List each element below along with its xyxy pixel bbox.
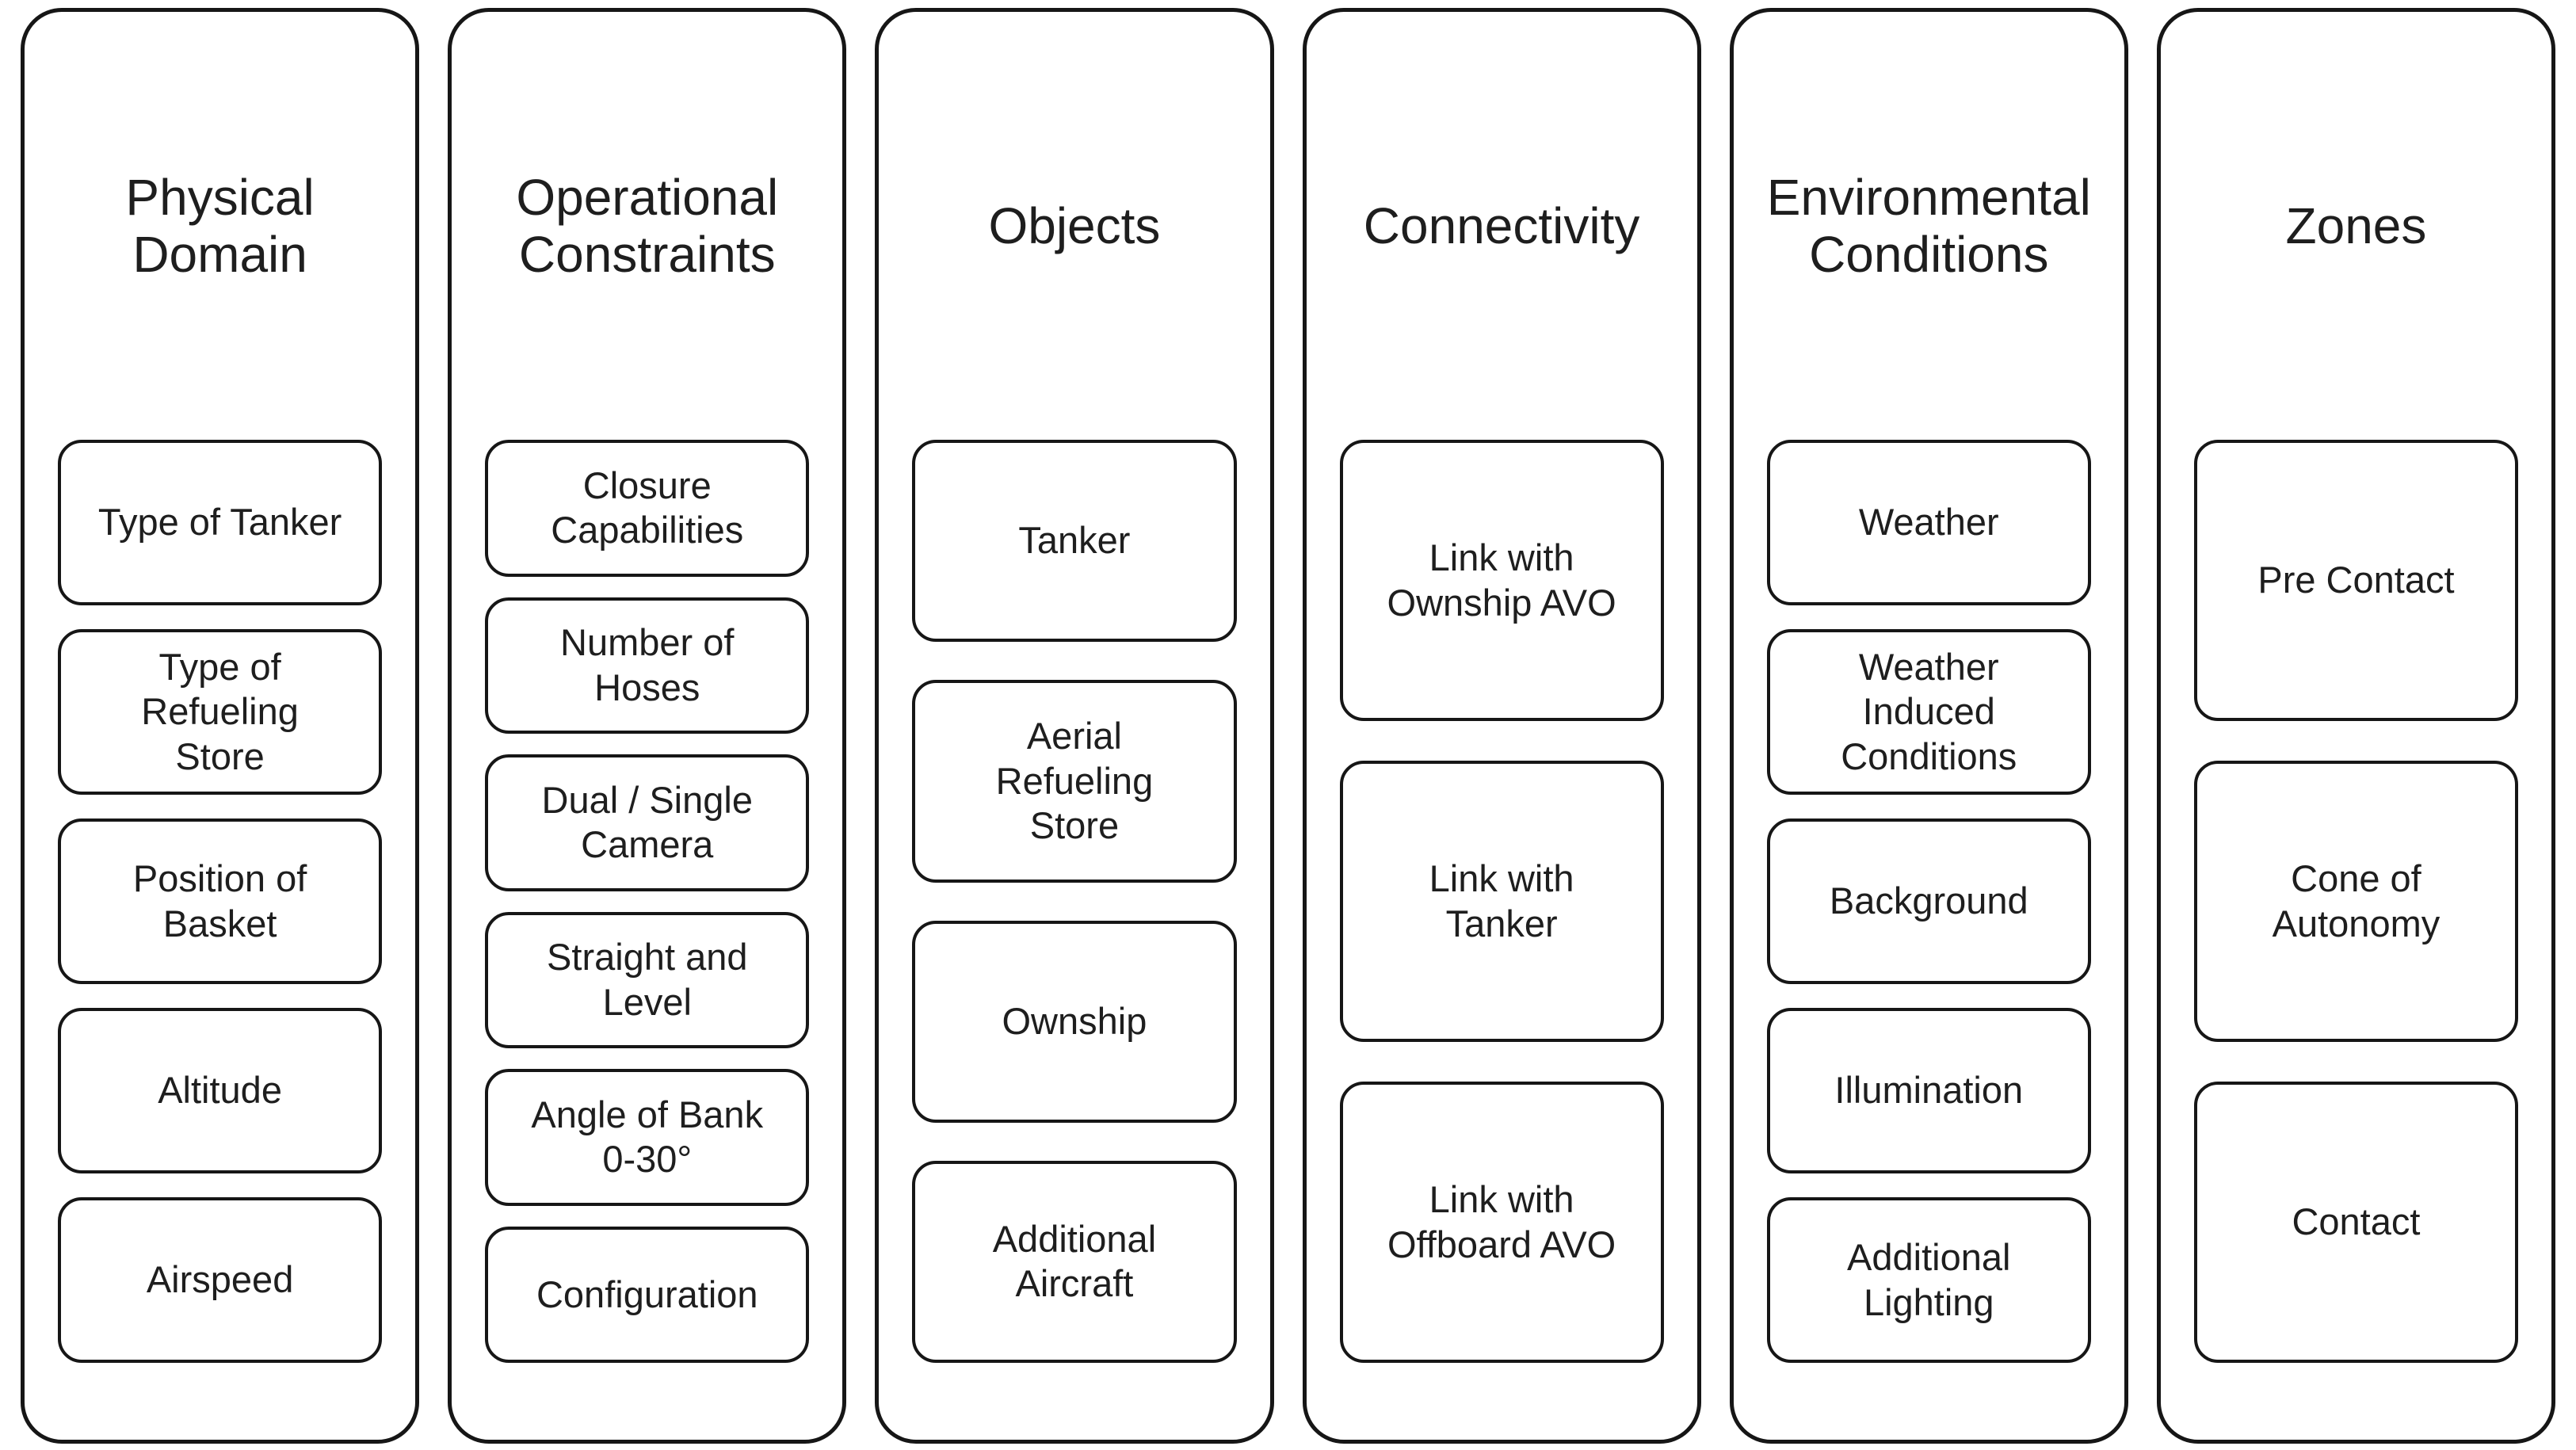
attribute-box: Straight and Level [485,911,810,1048]
column-title: Zones [2285,197,2427,254]
column-title: Objects [988,197,1161,254]
attribute-box: Number of Hoses [485,597,810,734]
attribute-box: Type of Tanker [58,440,383,605]
attribute-box: Link with Tanker [1339,761,1664,1042]
attribute-box: Contact [2193,1082,2519,1363]
attribute-box: Weather [1766,440,2091,605]
attribute-box: Angle of Bank 0-30° [485,1069,810,1206]
attribute-box: Background [1766,818,2091,984]
category-column-operational-constraints: Operational Constraints Closure Capabili… [448,8,847,1444]
attribute-box: Cone of Autonomy [2193,761,2519,1042]
attribute-box: Link with Offboard AVO [1339,1082,1664,1363]
attribute-box: Closure Capabilities [485,440,810,577]
column-title: Connectivity [1363,197,1640,254]
attribute-box: Airspeed [58,1197,383,1363]
attribute-box: Link with Ownship AVO [1339,440,1664,721]
attribute-box: Type of Refueling Store [58,629,383,795]
attribute-box: Tanker [912,440,1237,643]
attribute-box: Aerial Refueling Store [912,680,1237,883]
attribute-box: Weather Induced Conditions [1766,629,2091,795]
attribute-box: Additional Aircraft [912,1160,1237,1363]
column-title: Physical Domain [125,168,315,283]
attribute-box: Pre Contact [2193,440,2519,721]
attribute-box: Ownship [912,920,1237,1123]
column-title: Environmental Conditions [1766,168,2091,283]
attribute-box: Position of Basket [58,818,383,984]
attribute-box: Illumination [1766,1008,2091,1173]
attribute-box: Dual / Single Camera [485,754,810,891]
column-title: Operational Constraints [516,168,779,283]
attribute-box: Configuration [485,1226,810,1363]
attribute-box: Altitude [58,1008,383,1173]
attribute-box: Additional Lighting [1766,1197,2091,1363]
